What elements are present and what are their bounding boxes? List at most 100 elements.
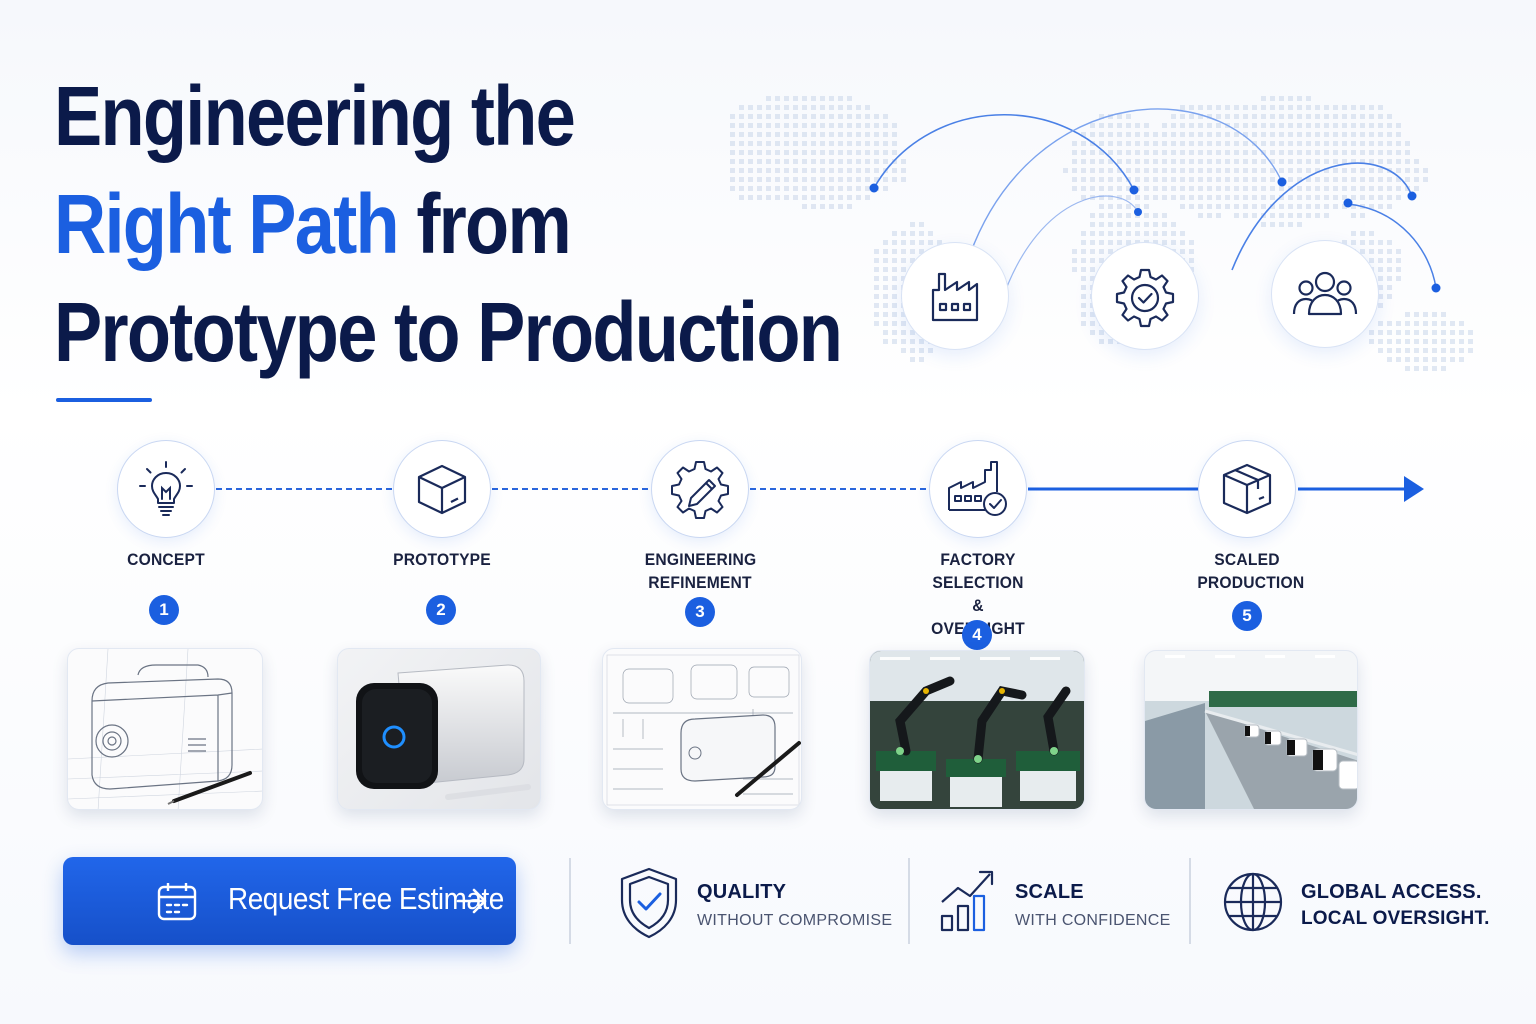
map-dot	[1378, 321, 1383, 326]
map-dot	[1180, 141, 1185, 146]
map-dot	[1162, 141, 1167, 146]
map-dot	[1153, 186, 1158, 191]
map-dot	[1360, 177, 1365, 182]
map-dot	[1261, 105, 1266, 110]
map-dot	[829, 159, 834, 164]
map-dot	[1297, 222, 1302, 227]
map-dot	[1198, 195, 1203, 200]
map-dot	[766, 123, 771, 128]
map-dot	[739, 159, 744, 164]
headline-line-1: Engineering the	[54, 69, 576, 163]
feature-quality-subtitle: WITHOUT COMPROMISE	[697, 912, 893, 929]
map-dot	[757, 132, 762, 137]
map-dot	[1099, 168, 1104, 173]
map-dot	[1315, 114, 1320, 119]
feature-global-title: GLOBAL ACCESS.	[1301, 881, 1482, 903]
map-dot	[811, 177, 816, 182]
map-dot	[1288, 213, 1293, 218]
map-dot	[811, 150, 816, 155]
map-dot	[1216, 123, 1221, 128]
map-dot	[1216, 132, 1221, 137]
step-3-label: ENGINEERING REFINEMENT	[644, 550, 757, 592]
map-dot	[1441, 312, 1446, 317]
map-dot	[766, 177, 771, 182]
map-dot	[1171, 231, 1176, 236]
map-dot	[820, 177, 825, 182]
map-dot	[1207, 105, 1212, 110]
map-dot	[1333, 150, 1338, 155]
map-dot	[1261, 96, 1266, 101]
map-dot	[1369, 258, 1374, 263]
map-dot	[1387, 321, 1392, 326]
headline: Engineering the Right Path from Prototyp…	[54, 62, 874, 386]
map-dot	[1270, 132, 1275, 137]
map-dot	[1153, 159, 1158, 164]
map-dot	[1234, 195, 1239, 200]
map-dot	[1162, 231, 1167, 236]
step-5-number: 5	[1232, 601, 1262, 631]
map-dot	[1297, 96, 1302, 101]
map-dot	[1153, 168, 1158, 173]
map-dot	[901, 168, 906, 173]
map-dot	[766, 132, 771, 137]
factory-icon	[931, 272, 979, 322]
map-dot	[856, 114, 861, 119]
map-dot	[1081, 249, 1086, 254]
map-dot	[1369, 168, 1374, 173]
map-dot	[1360, 240, 1365, 245]
map-dot	[1135, 168, 1140, 173]
map-dot	[838, 96, 843, 101]
map-dot	[739, 150, 744, 155]
request-estimate-button[interactable]: Request Free Estimate	[63, 857, 516, 945]
map-dot	[847, 150, 852, 155]
map-dot	[1351, 177, 1356, 182]
map-dot	[847, 132, 852, 137]
team-icon	[1292, 271, 1358, 316]
map-dot	[811, 168, 816, 173]
map-dot	[856, 141, 861, 146]
map-dot	[820, 114, 825, 119]
map-dot	[1351, 186, 1356, 191]
step-4-number: 4	[962, 620, 992, 650]
map-dot	[1090, 267, 1095, 272]
map-dot	[1261, 132, 1266, 137]
map-dot	[1198, 204, 1203, 209]
map-dot	[1207, 132, 1212, 137]
map-dot	[1153, 213, 1158, 218]
map-dot	[1171, 177, 1176, 182]
map-dot	[1198, 177, 1203, 182]
map-dot	[847, 204, 852, 209]
map-dot	[1234, 150, 1239, 155]
concept-sketch-image	[68, 649, 262, 809]
map-dot	[820, 123, 825, 128]
map-dot	[874, 312, 879, 317]
map-dot	[793, 168, 798, 173]
map-dot	[1207, 186, 1212, 191]
map-dot	[1351, 150, 1356, 155]
map-dot	[1414, 339, 1419, 344]
map-dot	[1315, 150, 1320, 155]
map-dot	[1207, 150, 1212, 155]
map-dot	[1126, 168, 1131, 173]
map-dot	[1414, 357, 1419, 362]
map-dot	[1153, 177, 1158, 182]
map-dot	[1144, 204, 1149, 209]
map-dot	[1279, 105, 1284, 110]
map-dot	[1072, 168, 1077, 173]
map-dot	[1108, 123, 1113, 128]
map-dot	[1162, 186, 1167, 191]
step-4-image	[869, 650, 1085, 810]
map-dot	[919, 249, 924, 254]
map-dot	[766, 159, 771, 164]
map-dot	[1405, 357, 1410, 362]
map-dot	[1261, 141, 1266, 146]
calendar-icon	[157, 883, 197, 921]
map-dot	[883, 285, 888, 290]
map-dot	[838, 150, 843, 155]
map-node-factory	[901, 242, 1009, 350]
map-dot	[1162, 222, 1167, 227]
map-dot	[838, 168, 843, 173]
map-dot	[1387, 330, 1392, 335]
map-dot	[739, 123, 744, 128]
map-dot	[1144, 150, 1149, 155]
